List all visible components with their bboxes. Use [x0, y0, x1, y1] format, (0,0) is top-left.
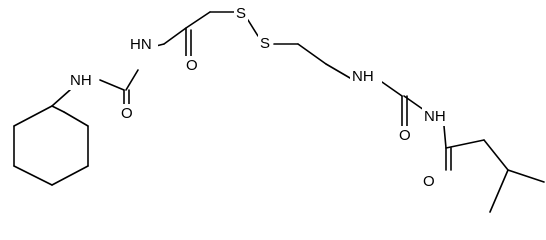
left-urea-bonds [51, 43, 165, 107]
nh-acyl-label: NH [424, 108, 446, 125]
structure-canvas: NH O HN O S S NH O NH O [13, 4, 545, 213]
atom-s-bottom: S [258, 34, 272, 52]
molecule-drawing: NH O HN O S S NH O NH O [13, 4, 545, 213]
atom-nh-right: NH [350, 66, 382, 86]
atom-nh-acyl: NH [422, 106, 454, 126]
s-bottom-label: S [260, 35, 270, 52]
atom-s-top: S [234, 4, 248, 22]
nh-cyclohexyl-label: NH [70, 72, 92, 89]
atom-o-acyl: O [421, 172, 437, 190]
o-amide-top-label: O [186, 57, 198, 74]
s-top-label: S [236, 5, 246, 22]
o-acyl-label: O [423, 173, 435, 190]
atom-o-urea-right: O [397, 126, 413, 144]
right-chain-bonds [381, 81, 545, 213]
atom-nh-urea-top: HN [128, 34, 158, 54]
atom-nh-cyclohexyl: NH [68, 70, 98, 90]
o-urea-left-label: O [121, 105, 133, 122]
atom-o-urea-left: O [119, 104, 135, 122]
nh-urea-top-label: HN [130, 36, 152, 53]
nh-right-label: NH [352, 68, 374, 85]
o-urea-right-label: O [399, 127, 411, 144]
atom-o-amide-top: O [184, 56, 200, 74]
amide-disulfide-bonds [163, 11, 351, 79]
cyclohexane-ring [13, 105, 89, 186]
